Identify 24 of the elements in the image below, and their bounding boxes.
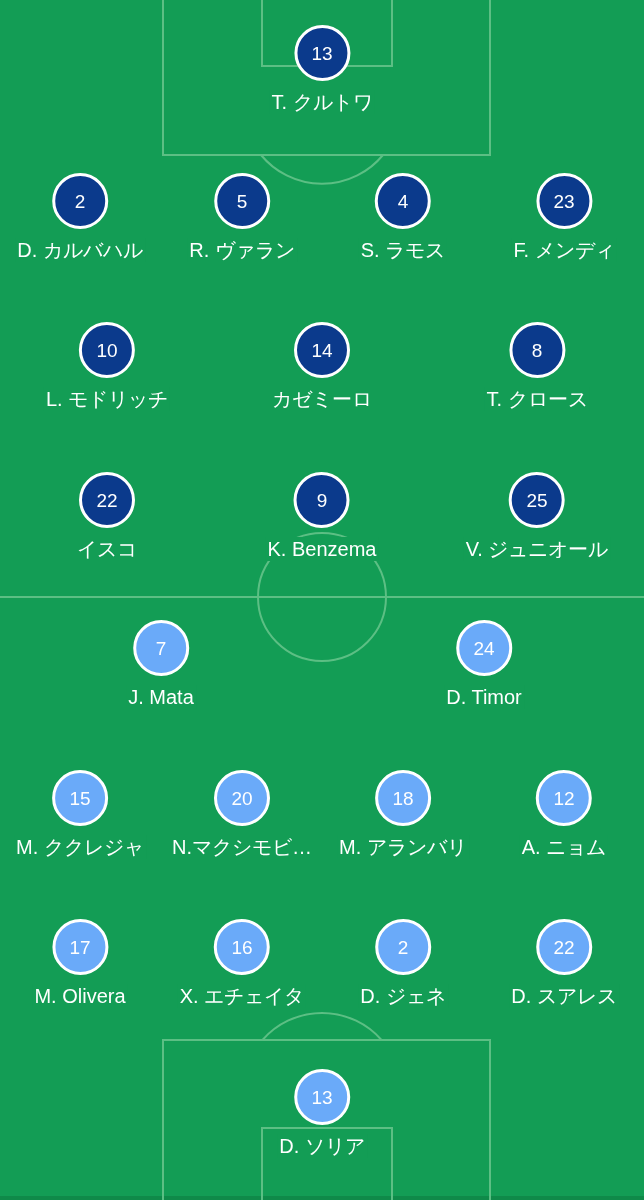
player-number-circle: 13 <box>294 1069 350 1125</box>
player-number-circle: 25 <box>509 472 565 528</box>
player-number-circle: 10 <box>79 322 135 378</box>
player-number-circle: 18 <box>375 770 431 826</box>
player-number-circle: 8 <box>509 322 565 378</box>
player-number-circle: 9 <box>294 472 350 528</box>
player-number-circle: 4 <box>375 173 431 229</box>
player-number-circle: 16 <box>214 919 270 975</box>
player-number-circle: 17 <box>52 919 108 975</box>
player-number-circle: 22 <box>79 472 135 528</box>
player-number-circle: 12 <box>536 770 592 826</box>
player-number-circle: 20 <box>214 770 270 826</box>
player-name: K. Benzema <box>265 537 379 561</box>
player-number-circle: 14 <box>294 322 350 378</box>
player-number-circle: 22 <box>536 919 592 975</box>
player-number-circle: 7 <box>133 620 189 676</box>
player-name: R. ヴァラン <box>187 238 297 262</box>
player-number-circle: 15 <box>52 770 108 826</box>
player-number-circle: 2 <box>52 173 108 229</box>
player-number-circle: 13 <box>294 25 350 81</box>
player-number-circle: 2 <box>375 919 431 975</box>
player-number-circle: 23 <box>536 173 592 229</box>
player-number-circle: 5 <box>214 173 270 229</box>
player-number-circle: 24 <box>456 620 512 676</box>
